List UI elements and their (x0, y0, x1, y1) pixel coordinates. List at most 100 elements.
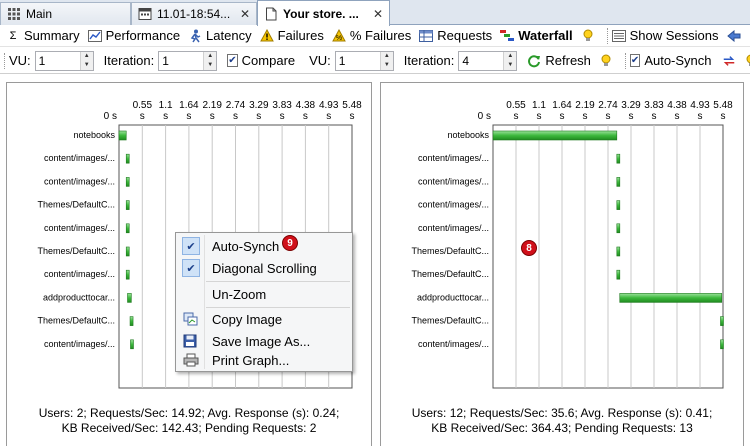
iteration-left-arrows[interactable]: ▲▼ (203, 51, 217, 70)
vu-left-stepper[interactable]: 1 ▲▼ (34, 50, 94, 71)
row-label[interactable]: content/images/... (418, 223, 489, 233)
row-label[interactable]: addproducttocar... (417, 292, 489, 302)
vu-left-value[interactable]: 1 (38, 53, 46, 68)
waterfall-bar[interactable] (616, 246, 621, 257)
back-arrow-button[interactable] (726, 29, 745, 43)
spin-up-icon[interactable]: ▲ (204, 51, 217, 61)
spin-down-icon[interactable]: ▼ (504, 60, 517, 70)
waterfall-bar[interactable] (616, 200, 621, 210)
help-bulb-3[interactable] (599, 54, 617, 68)
row-label[interactable]: Themes/DefaultC... (37, 200, 115, 210)
latency-button[interactable]: Latency (188, 28, 252, 43)
row-label[interactable]: content/images/... (44, 339, 115, 349)
row-label[interactable]: content/images/... (44, 223, 115, 233)
iteration-left-value[interactable]: 1 (162, 53, 169, 68)
performance-button[interactable]: Performance (87, 28, 180, 43)
waterfall-bar[interactable] (616, 153, 621, 164)
iteration-left-stepper[interactable]: 1 ▲▼ (158, 50, 218, 71)
row-label[interactable]: Themes/DefaultC... (411, 269, 489, 279)
waterfall-button[interactable]: Waterfall (500, 28, 573, 43)
waterfall-bar[interactable] (125, 177, 130, 187)
row-label[interactable]: addproducttocar... (43, 292, 115, 302)
swap-button[interactable] (722, 54, 740, 68)
vu-right-arrows[interactable]: ▲▼ (379, 51, 393, 70)
waterfall-bar[interactable] (492, 130, 618, 141)
waterfall-bar[interactable] (720, 316, 724, 326)
row-label[interactable]: content/images/... (418, 339, 489, 349)
waterfall-bar[interactable] (616, 177, 621, 187)
help-bulb-4[interactable] (744, 54, 750, 68)
vu-left-label: VU: (9, 53, 31, 68)
stats-right: Users: 12; Requests/Sec: 35.6; Avg. Resp… (381, 406, 743, 436)
spin-up-icon[interactable]: ▲ (380, 51, 393, 61)
row-label[interactable]: content/images/... (44, 269, 115, 279)
waterfall-bar[interactable] (720, 339, 724, 350)
summary-button[interactable]: Σ Summary (6, 28, 80, 43)
row-label[interactable]: Themes/DefaultC... (411, 316, 489, 326)
tab-main-label: Main (26, 7, 53, 21)
waterfall-bar[interactable] (127, 293, 132, 303)
waterfall-bar[interactable] (616, 269, 621, 280)
iteration-right-label: Iteration: (403, 53, 455, 68)
pct-failures-button[interactable]: % % Failures (332, 28, 411, 43)
row-label[interactable]: notebooks (447, 130, 489, 140)
waterfall-bar[interactable] (125, 153, 130, 164)
menu-item-save-image-as[interactable]: Save Image As... (178, 330, 350, 352)
iteration-right-value[interactable]: 4 (462, 53, 470, 68)
row-label[interactable]: Themes/DefaultC... (411, 246, 489, 256)
tab-your-store-close-icon[interactable]: ✕ (372, 6, 383, 21)
compare-checkbox[interactable]: ✔ (227, 54, 238, 67)
menu-item-auto-synch[interactable]: ✔ Auto-Synch (178, 235, 350, 257)
spin-down-icon[interactable]: ▼ (380, 60, 393, 70)
waterfall-bar[interactable] (130, 339, 134, 350)
row-label[interactable]: Themes/DefaultC... (37, 246, 115, 256)
waterfall-bar[interactable] (125, 269, 130, 280)
row-label[interactable]: Themes/DefaultC... (37, 316, 115, 326)
failures-button[interactable]: Failures (259, 28, 324, 43)
pct-failures-label: % Failures (349, 28, 412, 43)
menu-item-diagonal-scrolling[interactable]: ✔ Diagonal Scrolling (178, 257, 350, 279)
checkmark-icon: ✔ (182, 259, 200, 277)
row-label[interactable]: content/images/... (418, 153, 489, 163)
row-label[interactable]: content/images/... (418, 200, 489, 210)
tab-session-close-icon[interactable]: ✕ (239, 7, 250, 21)
requests-button[interactable]: Requests (419, 28, 492, 43)
vu-left-arrows[interactable]: ▲▼ (79, 51, 93, 70)
spin-down-icon[interactable]: ▼ (80, 60, 93, 70)
vu-right-value[interactable]: 1 (338, 53, 346, 68)
table-icon (419, 29, 434, 43)
autosynch-checkbox[interactable]: ✔ (629, 54, 641, 67)
menu-item-copy-image[interactable]: Copy Image (178, 308, 350, 330)
vu-right-stepper[interactable]: 1 ▲▼ (334, 50, 394, 71)
refresh-button[interactable]: Refresh (527, 53, 591, 68)
show-sessions-button[interactable]: Show Sessions (611, 28, 719, 43)
help-bulb-1[interactable] (581, 29, 599, 43)
waterfall-bar[interactable] (616, 223, 621, 234)
waterfall-bar[interactable] (125, 246, 130, 257)
menu-item-print-graph[interactable]: Print Graph... (178, 349, 350, 371)
row-label[interactable]: notebooks (73, 130, 115, 140)
tab-main[interactable]: Main (0, 2, 131, 25)
spin-up-icon[interactable]: ▲ (80, 51, 93, 61)
swap-arrows-icon (722, 54, 736, 68)
spin-down-icon[interactable]: ▼ (204, 60, 217, 70)
waterfall-bar[interactable] (129, 316, 134, 326)
waterfall-bar[interactable] (125, 223, 130, 234)
iteration-right-stepper[interactable]: 4 ▲▼ (458, 50, 518, 71)
tab-your-store[interactable]: Your store. ... ✕ (257, 0, 390, 26)
waterfall-bar[interactable] (118, 130, 127, 141)
waterfall-bar[interactable] (619, 293, 723, 303)
row-label[interactable]: content/images/... (44, 153, 115, 163)
iteration-right-arrows[interactable]: ▲▼ (503, 51, 517, 70)
waterfall-bar[interactable] (125, 200, 130, 210)
menu-item-un-zoom[interactable]: Un-Zoom (178, 283, 350, 305)
tab-session[interactable]: 11.01-18:54... ✕ (131, 2, 257, 25)
row-label[interactable]: content/images/... (418, 176, 489, 186)
warning-icon (259, 29, 274, 43)
svg-text:%: % (336, 35, 342, 42)
tab-strip: Main 11.01-18:54... ✕ Your store. ... ✕ (0, 0, 750, 26)
spin-up-icon[interactable]: ▲ (504, 51, 517, 61)
row-label[interactable]: content/images/... (44, 176, 115, 186)
